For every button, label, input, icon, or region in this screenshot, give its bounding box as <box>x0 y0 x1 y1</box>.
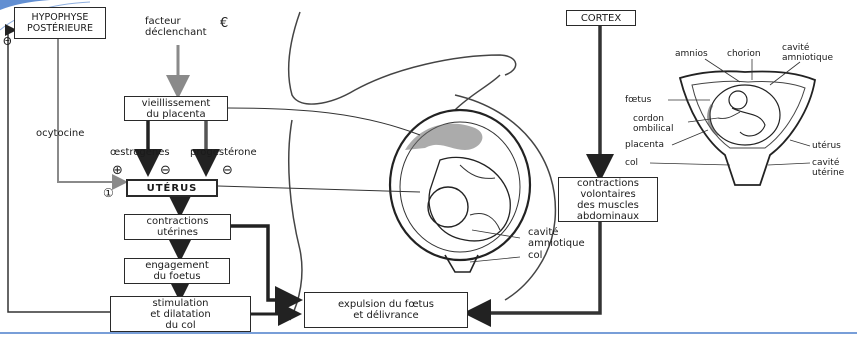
inset-cavite-amniotique-label: cavité amniotique <box>782 43 833 63</box>
belly-outline <box>455 95 555 300</box>
vieillissement-box: vieillissement du placenta <box>124 96 228 121</box>
inset-foetus-label: fœtus <box>625 95 651 105</box>
facteur-label: facteur déclenchant <box>145 16 207 38</box>
placenta-shape <box>405 124 482 150</box>
plus-sign: ⊕ <box>112 163 123 178</box>
progesterone-label: progestérone <box>190 147 257 158</box>
inset-uterus-label: utérus <box>812 141 841 151</box>
cavite-amniotique-label: cavité amniotique <box>528 227 585 249</box>
inset-cordon-label: cordon ombilical <box>633 114 673 134</box>
minus-sign-progesterone: ⊖ <box>222 163 233 178</box>
body-silhouette <box>289 12 516 110</box>
inset-illustration <box>650 59 815 185</box>
oestrogenes-label: œstrogènes <box>110 147 170 158</box>
uterus-box: UTÉRUS <box>126 179 218 197</box>
cortex-box: CORTEX <box>566 10 636 26</box>
hypophyse-box: HYPOPHYSE POSTÉRIEURE <box>14 7 106 39</box>
contractions-uterines-box: contractions utérines <box>124 214 231 240</box>
stimulation-box: stimulation et dilatation du col <box>110 296 251 332</box>
engagement-box: engagement du foetus <box>124 258 230 284</box>
inset-placenta-label: placenta <box>625 140 664 150</box>
inset-col-label: col <box>625 158 638 168</box>
contractions-volontaires-box: contractions volontaires des muscles abd… <box>558 177 658 222</box>
inset-chorion-label: chorion <box>727 49 761 59</box>
inset-amnios-label: amnios <box>675 49 708 59</box>
circle-number: ① <box>103 186 114 200</box>
ocytocine-label: ocytocine <box>36 128 84 139</box>
fetus-head <box>428 187 468 227</box>
minus-sign-estrogen: ⊖ <box>160 163 171 178</box>
facteur-mark: € <box>220 18 228 29</box>
inset-cavite-uterine-label: cavité utérine <box>812 158 844 178</box>
expulsion-box: expulsion du fœtus et délivrance <box>304 292 468 328</box>
col-label: col <box>528 250 542 261</box>
theta-mark: Θ <box>3 35 12 48</box>
cervix-shape <box>445 255 478 272</box>
fetus-body <box>429 157 510 241</box>
